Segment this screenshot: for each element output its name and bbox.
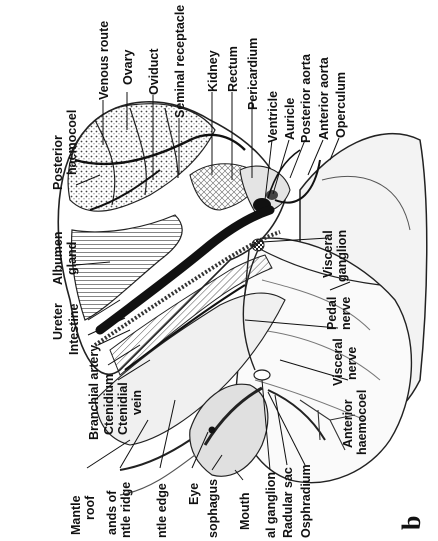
label-ureter: Ureter — [51, 303, 65, 340]
animal-body — [58, 102, 426, 495]
label-visceral-nerve-1: Visceral — [331, 338, 345, 386]
label-bands-of-mantle-ridge-1: ands of — [105, 490, 119, 535]
label-ventricle: Ventricle — [266, 91, 280, 143]
auricle-shape — [266, 190, 278, 200]
label-mantle-roof-1: Mantle — [69, 495, 83, 535]
label-venous-route: Venous route — [97, 21, 111, 100]
label-pedal-ganglion: al ganglion — [264, 472, 278, 538]
label-mouth: Mouth — [238, 493, 252, 530]
label-osphradium: Osphradium — [299, 464, 313, 538]
label-anterior-aorta: Anterior aorta — [317, 56, 331, 140]
visceral-ganglion-shape — [252, 239, 264, 251]
label-ovary: Ovary — [121, 50, 135, 85]
label-pericardium: Pericardium — [246, 38, 260, 110]
label-ctenidial-vein-1: Ctenidial — [116, 382, 130, 435]
label-pedal-nerve-2: nerve — [339, 297, 353, 330]
label-seminal-receptacle: Seminal receptacle — [173, 5, 187, 118]
label-visceral-nerve-2: nerve — [345, 347, 359, 380]
label-albumen-gland-1: Albumen — [51, 232, 65, 285]
eye-shape — [209, 427, 216, 434]
label-auricle: Auricle — [283, 98, 297, 140]
label-anterior-haemocoel-1: Anterior — [341, 399, 355, 448]
label-oesophagus: sophagus — [206, 479, 220, 538]
label-posterior-aorta: Posterior aorta — [299, 53, 313, 143]
label-oviduct: Oviduct — [147, 48, 161, 95]
label-posterior-haemocoel-1: Posterior — [51, 135, 65, 190]
pedal-ganglion-shape — [254, 370, 270, 380]
label-posterior-haemocoel-2: haemocoel — [65, 110, 79, 175]
label-albumen-gland-2: gland — [65, 242, 79, 275]
label-visceral-ganglion-2: ganglion — [335, 230, 349, 282]
label-anterior-haemocoel-2: haemocoel — [355, 390, 369, 455]
label-operculum: Operculum — [334, 72, 348, 138]
label-ctenidial-vein-2: vein — [130, 390, 144, 415]
label-eye: Eye — [187, 483, 201, 505]
label-bands-of-mantle-ridge-2: ntle ridge — [119, 482, 133, 538]
label-intestine: Intestine — [67, 304, 81, 355]
label-visceral-ganglion-1: Visceral — [321, 230, 335, 278]
label-mantle-roof-2: roof — [83, 495, 97, 520]
label-branchial-artery: Branchial artery — [87, 345, 101, 440]
label-kidney: Kidney — [206, 50, 220, 92]
panel-letter: b — [397, 516, 426, 530]
label-ctenidium: Ctenidium — [102, 374, 116, 435]
label-mantle-edge: ntle edge — [155, 483, 169, 538]
label-rectum: Rectum — [226, 46, 240, 92]
label-radular-sac: Radular sac — [281, 467, 295, 538]
label-pedal-nerve-1: Pedal — [325, 297, 339, 330]
